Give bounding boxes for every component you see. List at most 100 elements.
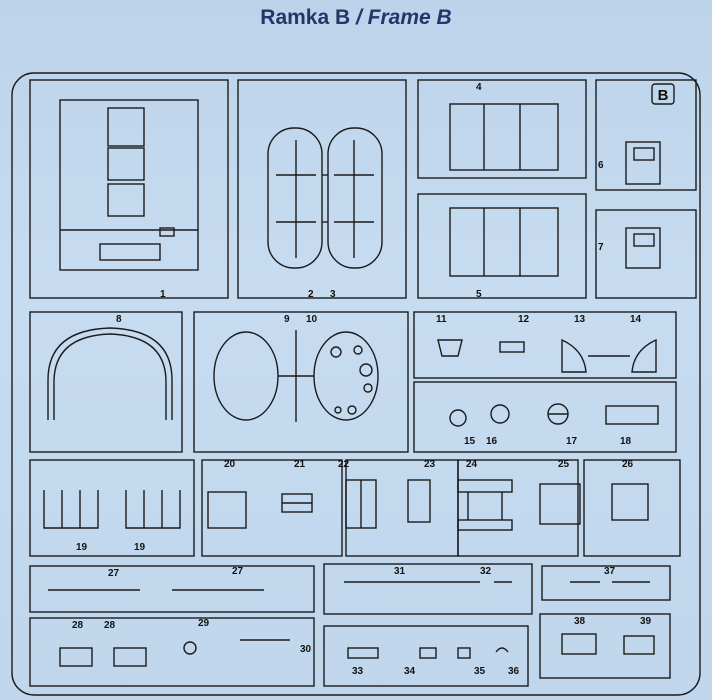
label-18: 18 [620, 436, 632, 447]
label-2: 2 [308, 289, 314, 300]
part-3 [327, 127, 383, 269]
part-28b [113, 647, 147, 667]
page-title: Ramka B / Frame B [0, 6, 712, 30]
part-34 [419, 647, 437, 659]
label-10: 10 [306, 314, 318, 325]
panel-5 [417, 193, 587, 299]
part-38 [561, 633, 597, 655]
panel-2-3 [237, 79, 407, 299]
part-2 [267, 127, 323, 269]
label-4: 4 [476, 82, 482, 93]
part-36 [495, 647, 509, 653]
label-31: 31 [394, 566, 406, 577]
label-26: 26 [622, 459, 634, 470]
part-7 [625, 227, 661, 269]
part-19a [43, 490, 99, 529]
panel-33-36 [323, 625, 529, 687]
panel-7 [595, 209, 697, 299]
label-14: 14 [630, 314, 642, 325]
title-main: Ramka B [260, 6, 351, 29]
label-3: 3 [330, 289, 336, 300]
label-32: 32 [480, 566, 492, 577]
part-12 [499, 341, 525, 353]
frame-letter: B [658, 87, 669, 104]
part-14 [631, 338, 657, 373]
panel-15-18 [413, 381, 677, 453]
label-33: 33 [352, 666, 364, 677]
part-26 [611, 483, 649, 521]
part-39 [623, 635, 655, 655]
label-34: 34 [404, 666, 416, 677]
part-8 [47, 327, 173, 420]
part-5 [449, 207, 559, 277]
part-1 [59, 99, 199, 271]
label-28b: 28 [104, 620, 116, 631]
part-19b [125, 490, 181, 529]
panel-22-23 [345, 459, 459, 557]
part-15 [449, 409, 467, 427]
label-30: 30 [300, 644, 312, 655]
outer-frame [11, 72, 701, 696]
label-7: 7 [598, 242, 604, 253]
label-29: 29 [198, 618, 210, 629]
label-12: 12 [518, 314, 530, 325]
label-6: 6 [598, 160, 604, 171]
part-11 [437, 339, 463, 357]
label-8: 8 [116, 314, 122, 325]
panel-20-21 [201, 459, 343, 557]
label-24: 24 [466, 459, 478, 470]
panel-4 [417, 79, 587, 179]
panel-1 [29, 79, 229, 299]
part-33 [347, 647, 379, 659]
label-20: 20 [224, 459, 236, 470]
label-37: 37 [604, 566, 616, 577]
part-18 [605, 405, 659, 425]
label-19a: 19 [76, 542, 88, 553]
part-16 [490, 404, 510, 424]
panel-9-10 [193, 311, 409, 453]
panel-19 [29, 459, 195, 557]
label-15: 15 [464, 436, 476, 447]
label-27a: 27 [108, 568, 120, 579]
label-28a: 28 [72, 620, 84, 631]
panel-31-32 [323, 563, 533, 615]
label-23: 23 [424, 459, 436, 470]
part-20 [207, 491, 247, 529]
panel-24 [457, 459, 579, 557]
label-1: 1 [160, 289, 166, 300]
label-36: 36 [508, 666, 520, 677]
part-4 [449, 103, 559, 171]
panel-8 [29, 311, 183, 453]
label-39: 39 [640, 616, 652, 627]
title-sub: / Frame B [356, 6, 452, 29]
part-35 [457, 647, 471, 659]
panel-27 [29, 565, 315, 613]
label-17: 17 [566, 436, 578, 447]
part-9 [213, 331, 279, 421]
label-16: 16 [486, 436, 498, 447]
label-9: 9 [284, 314, 290, 325]
part-24 [457, 479, 513, 493]
label-35: 35 [474, 666, 486, 677]
label-11: 11 [436, 314, 447, 325]
label-25: 25 [558, 459, 570, 470]
panel-28-30 [29, 617, 315, 687]
panel-38-39 [539, 613, 671, 679]
panel-11-14 [413, 311, 677, 379]
label-19b: 19 [134, 542, 146, 553]
part-25 [539, 483, 581, 525]
part-28a [59, 647, 93, 667]
part-13 [561, 338, 587, 373]
label-13: 13 [574, 314, 586, 325]
part-23 [407, 479, 431, 523]
part-6 [625, 141, 661, 185]
label-38: 38 [574, 616, 586, 627]
panel-25-26 [583, 459, 681, 557]
label-22: 22 [338, 459, 350, 470]
part-29 [183, 641, 197, 655]
label-27b: 27 [232, 566, 244, 577]
panel-37 [541, 565, 671, 601]
panel-6 [595, 79, 697, 191]
